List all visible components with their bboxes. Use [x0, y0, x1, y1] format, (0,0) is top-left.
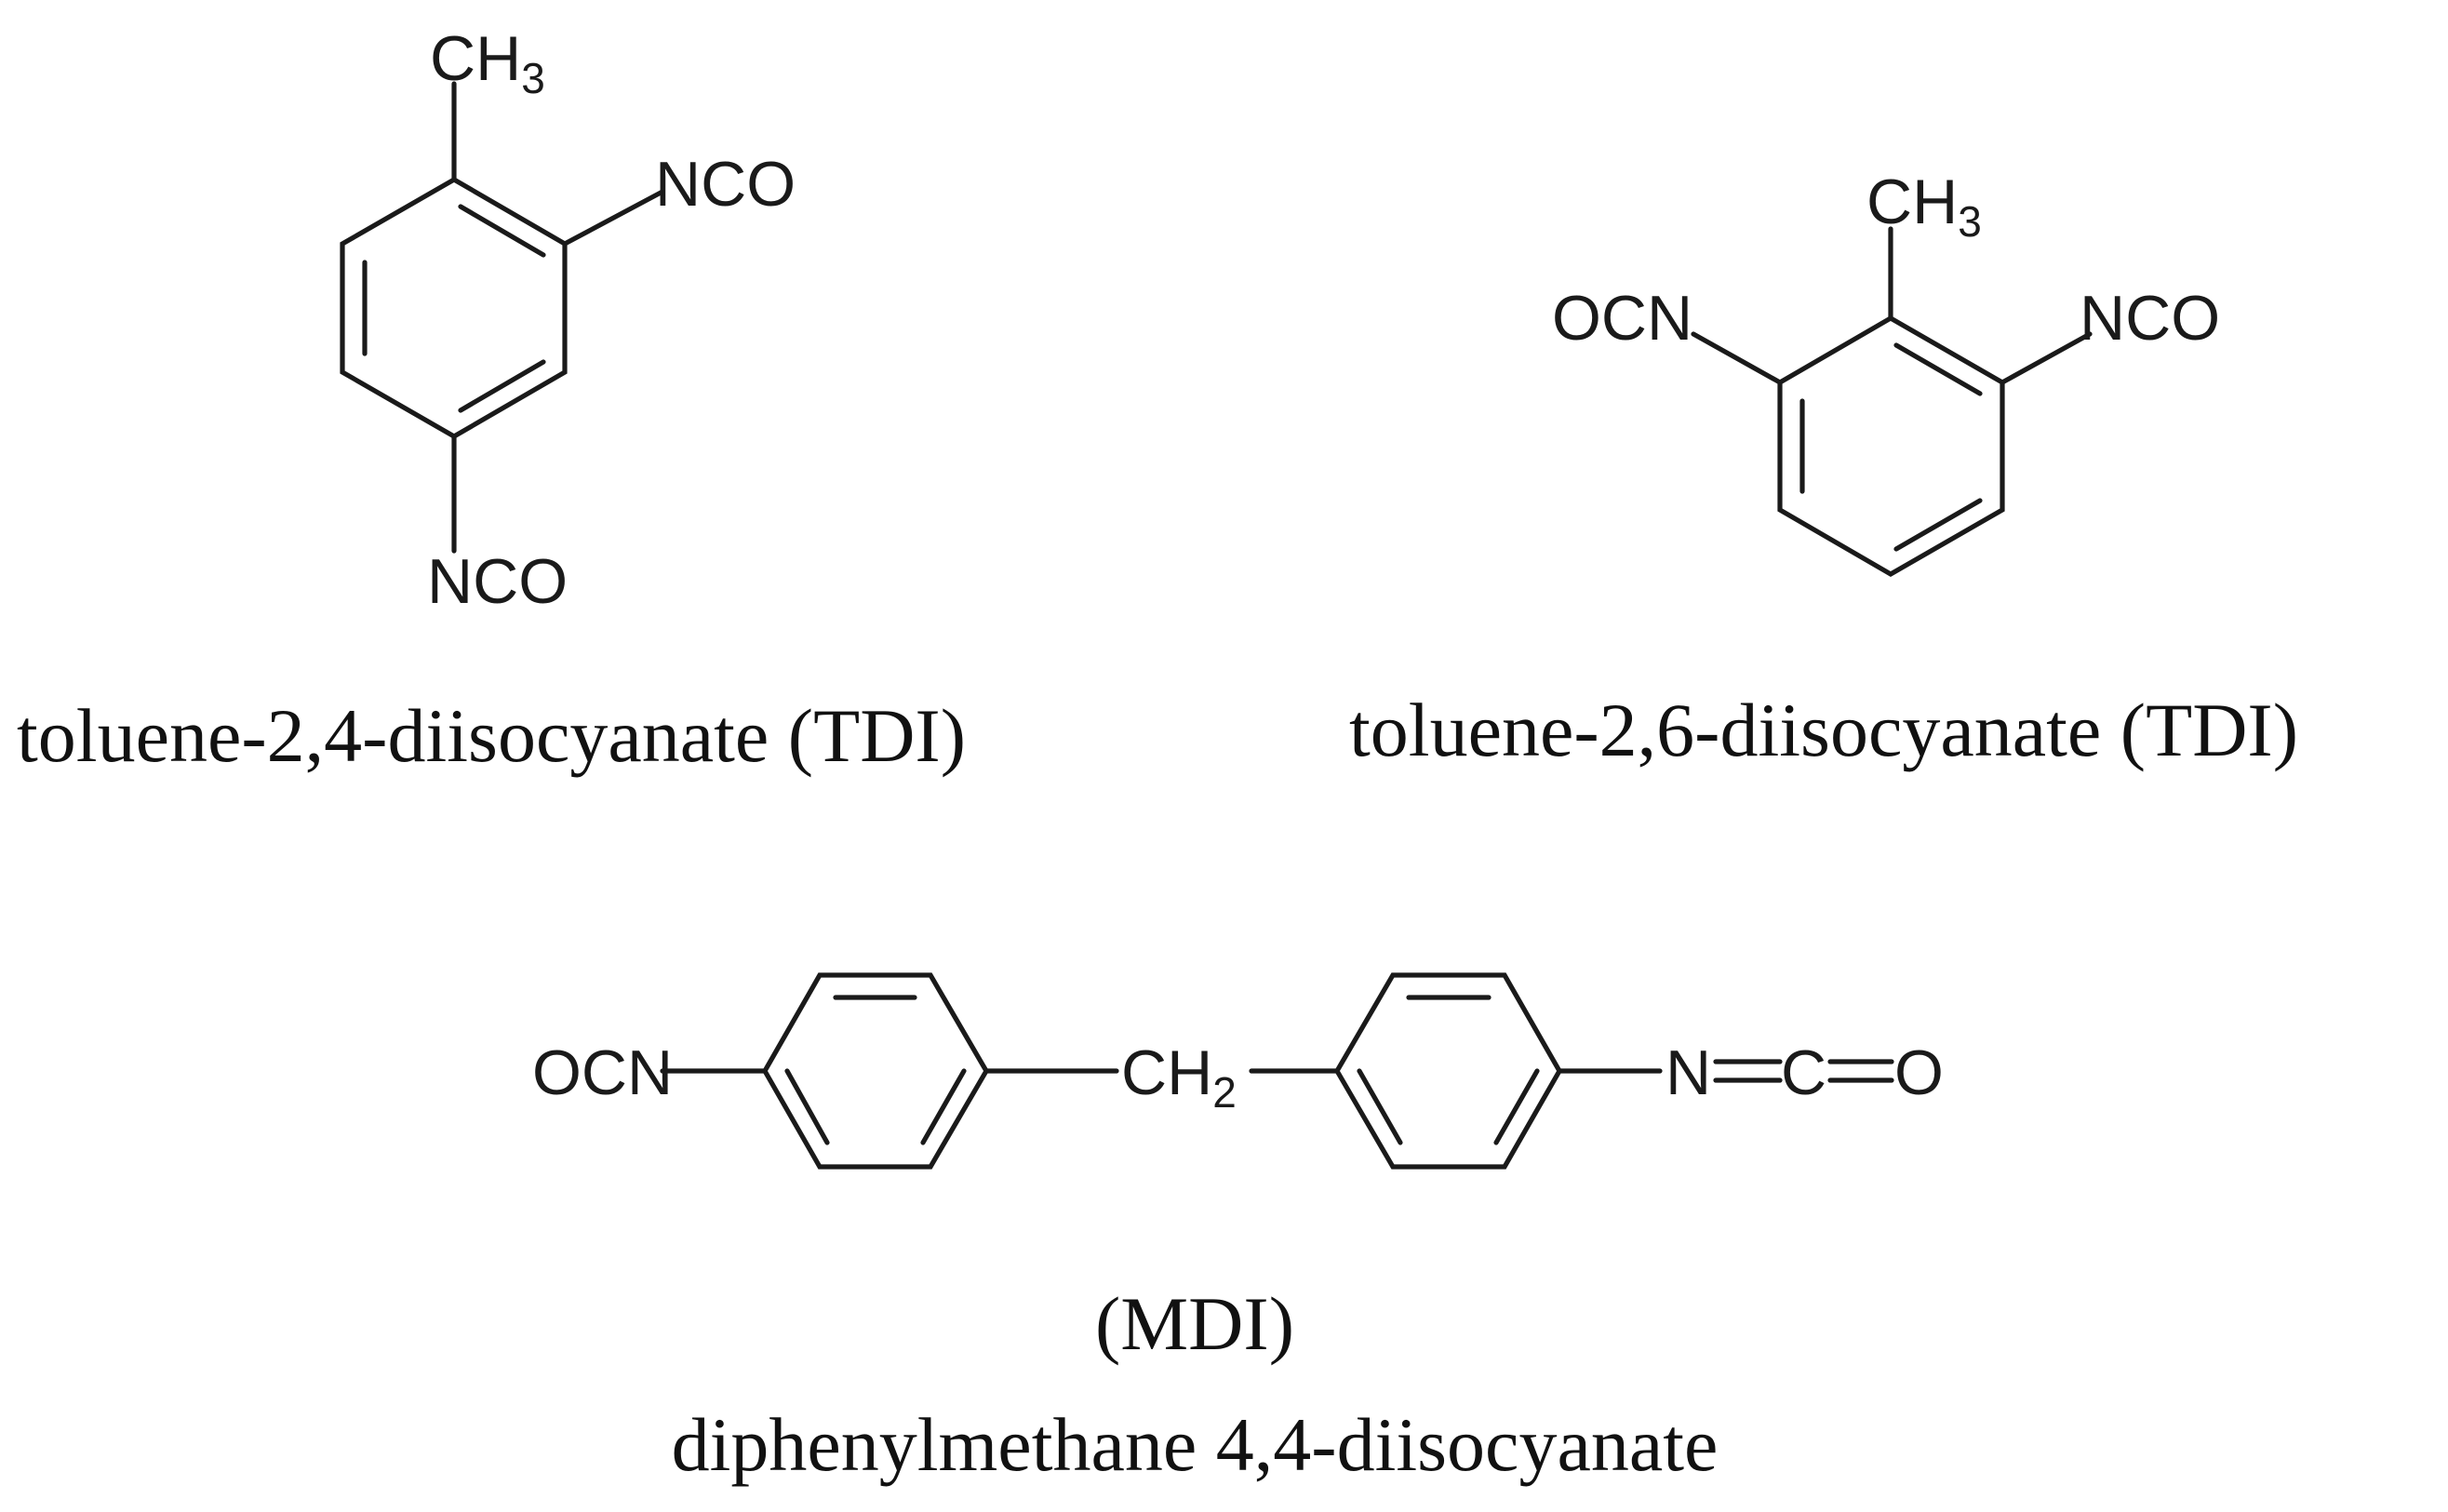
- mdi-left-ring-double-bond-3: [784, 1068, 830, 1145]
- mdi-o-label: O: [1894, 1037, 1944, 1108]
- mdi-ocn-label: OCN: [532, 1037, 673, 1108]
- tdi24-nco-ortho-bond: [562, 189, 665, 247]
- tdi24-caption: toluene-2,4-diisocyanate (TDI): [17, 693, 966, 778]
- tdi26-ring-double-bond-2: [1893, 498, 1983, 552]
- mdi-n-label: N: [1665, 1037, 1711, 1108]
- tdi24-ring-double-bond-1: [458, 204, 546, 258]
- tdi26-ring: [1777, 315, 2005, 578]
- molecule-tdi-24: CH3 NCO NCO toluene-2,4-diisocyanate (TD…: [17, 23, 966, 778]
- mdi-c-label: C: [1781, 1037, 1826, 1108]
- tdi24-nco-para-label: NCO: [427, 546, 568, 617]
- tdi26-nco-left-label: OCN: [1552, 283, 1692, 354]
- mdi-caption-abbrev: (MDI): [1095, 1281, 1294, 1366]
- tdi26-ring-double-bond-1: [1893, 342, 1983, 396]
- tdi26-nco-left-bond: [1691, 331, 1783, 385]
- tdi24-methyl-label: CH3: [430, 23, 545, 102]
- tdi24-ring: [340, 177, 568, 440]
- molecule-tdi-26: CH3 OCN NCO toluene-2,6-diisocyanate (TD…: [1349, 167, 2298, 772]
- mdi-ch2-label: CH2: [1121, 1037, 1237, 1117]
- tdi26-caption: toluene-2,6-diisocyanate (TDI): [1349, 688, 2298, 772]
- mdi-right-ring-double-bond-2: [1493, 1068, 1540, 1145]
- tdi26-methyl-label: CH3: [1866, 167, 1982, 246]
- mdi-left-ring: [762, 972, 990, 1170]
- mdi-right-ring: [1334, 972, 1562, 1170]
- tdi26-nco-right-label: NCO: [2080, 283, 2220, 354]
- mdi-caption: diphenylmethane 4,4-diisocyanate: [672, 1402, 1719, 1487]
- mdi-right-ring-double-bond-3: [1357, 1068, 1403, 1145]
- tdi24-ring-double-bond-2: [458, 359, 546, 413]
- molecule-mdi: OCN CH2 N C O (MDI) diphenylmethane 4,4-…: [532, 972, 1944, 1487]
- tdi26-nco-right-bond: [2000, 331, 2093, 385]
- tdi24-nco-ortho-label: NCO: [655, 149, 796, 220]
- mdi-left-ring-double-bond-2: [920, 1068, 967, 1145]
